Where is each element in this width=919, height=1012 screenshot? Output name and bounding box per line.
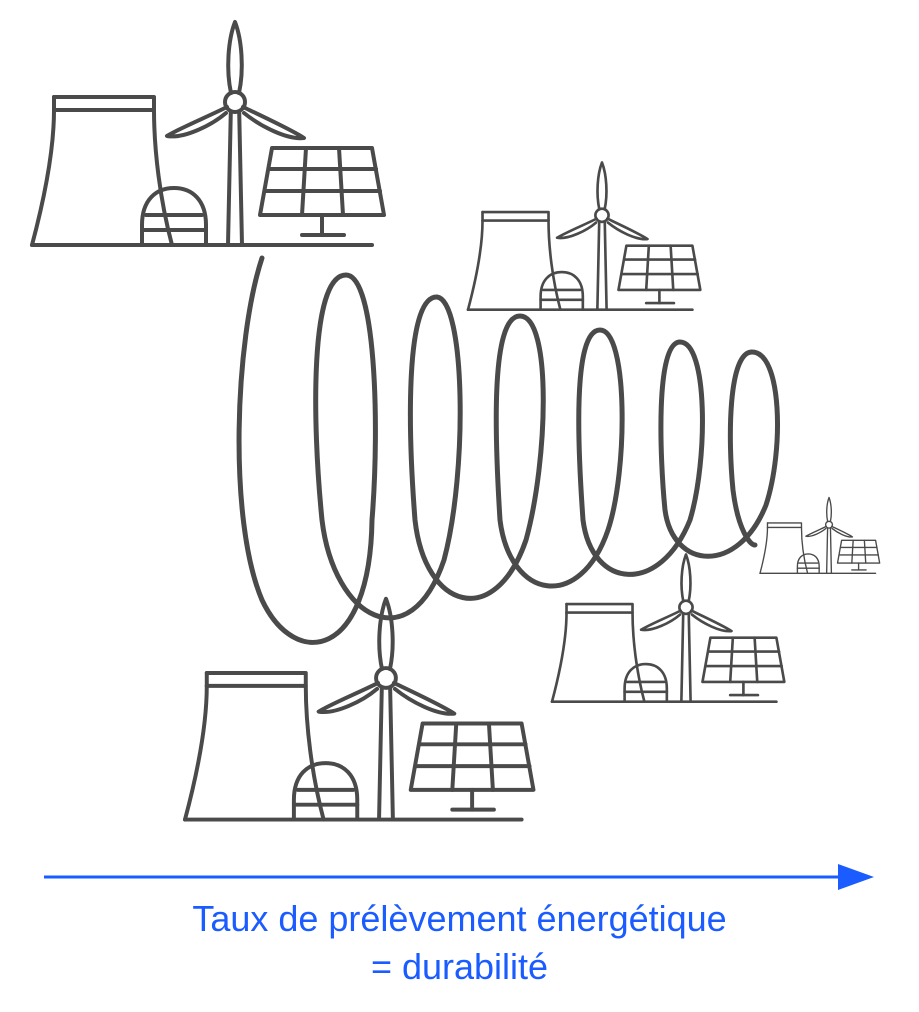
energy-cluster-icon bbox=[550, 553, 786, 704]
arrow-right-icon bbox=[838, 864, 874, 890]
energy-cluster-icon bbox=[183, 596, 536, 822]
energy-cluster-icon bbox=[466, 161, 702, 312]
energy-cluster-icon bbox=[30, 20, 386, 247]
caption-line-1: Taux de prélèvement énergétique bbox=[192, 898, 727, 939]
spiral-coil bbox=[236, 255, 780, 645]
energy-cluster-icon bbox=[759, 496, 881, 574]
caption-line-2: = durabilité bbox=[370, 946, 549, 987]
